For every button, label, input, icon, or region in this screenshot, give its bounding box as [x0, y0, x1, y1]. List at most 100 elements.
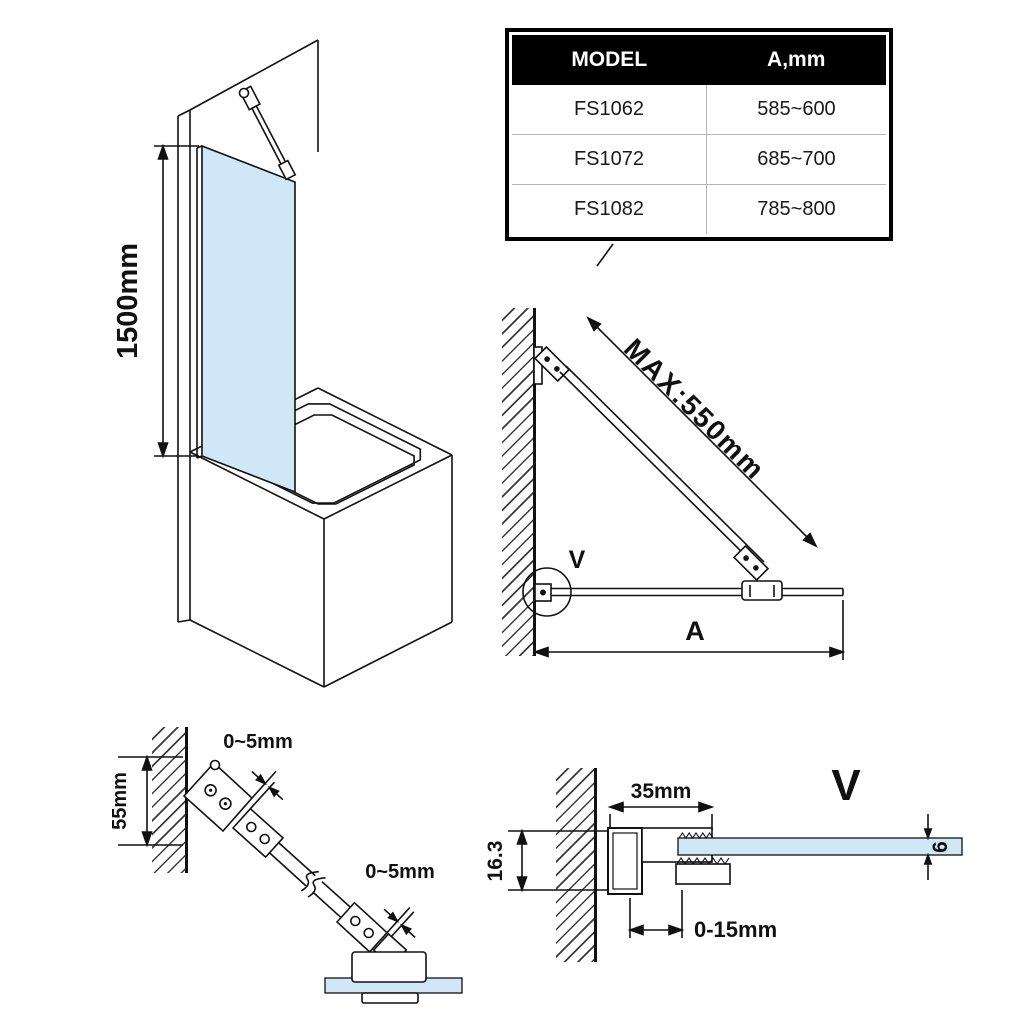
bolt — [743, 555, 749, 561]
arm-clamp-plate — [231, 807, 285, 859]
rod-line — [253, 101, 291, 172]
spec-table-header: MODEL A,mm — [512, 35, 886, 85]
height-dimension-label: 1500mm — [112, 243, 144, 359]
height-dimension: 1500mm — [112, 145, 199, 457]
width-label: 35mm — [631, 780, 692, 803]
arrowhead — [157, 145, 169, 160]
bolt — [753, 565, 759, 571]
lower-clamp-block — [675, 863, 731, 885]
glass-edge — [196, 145, 203, 149]
section-detail: 16.3 35mm 0-15mm — [484, 761, 963, 942]
max-reach-label: MAX:550mm — [618, 333, 771, 486]
bolt — [554, 366, 560, 372]
offset-label: 16.3 — [484, 841, 507, 882]
wall-profile-outer — [607, 827, 643, 895]
arrowhead — [609, 801, 624, 813]
arrowhead — [923, 854, 933, 865]
bolt — [544, 356, 550, 362]
tub-rim-edge — [189, 451, 325, 520]
bracket-height-label: 55mm — [109, 772, 131, 830]
upper-gap-dimension: 0~5mm — [223, 731, 293, 810]
a-mm-cell: 685~700 — [705, 135, 886, 184]
clamp-bottom-plate — [361, 992, 419, 1004]
offset-dimension: 16.3 — [484, 830, 608, 891]
arm-bottom-bracket — [732, 544, 770, 582]
arrowhead — [141, 756, 153, 771]
arrowhead — [698, 801, 713, 813]
dim-line — [587, 317, 817, 547]
glass-edge — [196, 455, 203, 459]
arrowhead — [141, 831, 153, 846]
bolt-center — [209, 788, 213, 792]
adjust-label: 0-15mm — [694, 917, 777, 942]
arrowhead — [157, 442, 169, 457]
arrowhead — [829, 646, 844, 658]
bolt — [349, 915, 361, 927]
adjust-dimension: 0-15mm — [629, 890, 777, 942]
tub-front-bottom-edge — [189, 619, 325, 688]
tub-rim-edge — [317, 387, 453, 456]
support-arm-line — [559, 371, 759, 569]
model-cell: FS1082 — [573, 198, 644, 220]
glass-clamp-block — [351, 951, 427, 983]
wall-edges — [177, 39, 319, 623]
arrowhead — [668, 924, 683, 936]
detail-circle — [522, 567, 572, 617]
glass-panel — [201, 144, 296, 494]
bracket-height-dimension: 55mm — [109, 756, 183, 846]
tub-rim-edge — [323, 454, 453, 520]
width-dimension: 35mm — [609, 780, 713, 830]
a-mm-cell: 585~600 — [705, 85, 886, 134]
header-a-mm: A,mm — [767, 48, 826, 71]
bolt — [363, 927, 375, 939]
side-view: V MAX:550mm A — [522, 314, 844, 660]
wall-hatch-section-detail — [556, 768, 597, 962]
detail-ref-label: V — [569, 546, 586, 574]
lower-gap-dimension: 0~5mm — [365, 861, 435, 938]
arm-foot-plate — [741, 580, 783, 601]
support-arm-line — [565, 365, 765, 563]
wall-edge — [177, 109, 191, 117]
wall-bottom-edge — [177, 619, 191, 623]
span-dimension: A — [534, 600, 844, 660]
glass-section-strip — [677, 837, 963, 856]
wall-hatch-side-view — [502, 308, 536, 656]
model-cell: FS1072 — [573, 148, 644, 170]
hinge-pin — [540, 589, 546, 596]
rod-glass-fitting — [277, 159, 297, 181]
break-line — [307, 877, 326, 898]
ext-line — [249, 781, 276, 810]
detail-title-label: V — [831, 761, 861, 810]
arrowhead — [629, 924, 644, 936]
a-mm-cell: 785~800 — [705, 185, 886, 234]
arrowhead — [923, 828, 933, 839]
header-model: MODEL — [571, 48, 648, 71]
bolt-center — [223, 802, 227, 806]
rod-pivot-knob — [238, 87, 250, 99]
grip-teeth-upper — [678, 832, 714, 839]
ext-line — [251, 770, 277, 799]
iso-view: 1500mm — [112, 39, 453, 688]
wall-profile-inner — [612, 832, 638, 890]
glass-screen — [196, 144, 296, 494]
upper-gap-label: 0~5mm — [223, 731, 293, 753]
hinge-knob — [209, 759, 221, 771]
break-line — [300, 870, 319, 892]
grip-teeth-lower — [676, 857, 730, 865]
glass-thickness-dimension: 6 — [923, 814, 952, 880]
arrowhead — [516, 876, 528, 891]
wall-top-edge — [189, 39, 319, 111]
glass-thickness-label: 6 — [929, 841, 952, 853]
table-leader-line — [596, 243, 614, 267]
spec-table: MODEL A,mm FS1062 585~600 FS1072 685~700… — [505, 28, 893, 241]
arm-tube — [269, 842, 359, 925]
bolt — [246, 821, 257, 833]
tub-right-bottom-edge — [323, 621, 453, 688]
bolt — [259, 833, 271, 845]
ext-line — [386, 906, 411, 934]
table-row: FS1062 585~600 — [512, 85, 886, 135]
support-rod — [238, 85, 297, 181]
arrowhead — [534, 646, 549, 658]
model-cell: FS1062 — [573, 98, 644, 120]
